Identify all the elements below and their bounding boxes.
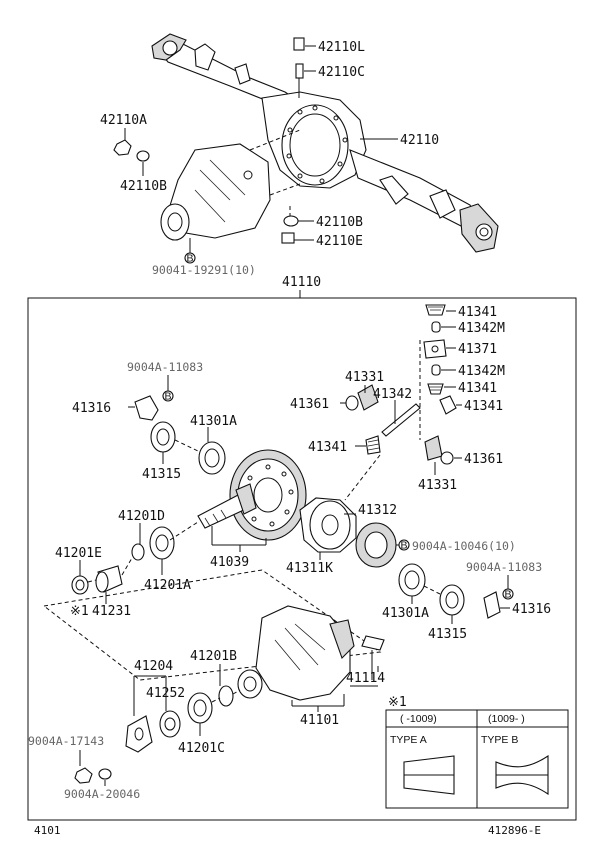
note-marker-left: ※1 xyxy=(70,604,89,619)
flange-leaders xyxy=(79,664,221,786)
label-41331-top: 41331 xyxy=(345,370,384,385)
axle-housing xyxy=(151,33,499,253)
label-41316-left: 41316 xyxy=(72,401,111,416)
differential-gears xyxy=(345,304,457,465)
label-90041-19291: 90041-19291(10) xyxy=(152,263,256,277)
label-41371: 41371 xyxy=(458,342,497,357)
label-41331-bottom: 41331 xyxy=(418,478,457,493)
label-42110B-left: 42110B xyxy=(120,179,167,194)
label-41341-c: 41341 xyxy=(464,399,503,414)
companion-flange-group xyxy=(74,685,241,784)
label-41101: 41101 xyxy=(300,713,339,728)
label-41201E: 41201E xyxy=(55,546,102,561)
label-41342M-b: 41342M xyxy=(458,364,505,379)
left-bearing-group: B xyxy=(134,390,226,475)
differential-case-group xyxy=(299,497,400,568)
footer-page-code: 4101 xyxy=(34,824,61,837)
label-9004A-11083-left: 9004A-11083 xyxy=(127,360,203,374)
label-42110L: 42110L xyxy=(318,40,365,55)
housing-leaders xyxy=(291,666,379,712)
footer-figure-code: 412896-E xyxy=(488,824,541,837)
label-42110: 42110 xyxy=(400,133,439,148)
top-fasteners xyxy=(113,139,299,244)
label-9004A-17143: 9004A-17143 xyxy=(28,734,104,748)
label-41361-left: 41361 xyxy=(290,397,329,412)
bolt-marker-text-case: B xyxy=(401,540,408,552)
ring-gear-pinion xyxy=(197,449,307,541)
label-41316-right: 41316 xyxy=(512,602,551,617)
right-bearing-group: B xyxy=(398,563,514,624)
label-41039: 41039 xyxy=(210,555,249,570)
label-42110A: 42110A xyxy=(100,113,147,128)
label-41201D: 41201D xyxy=(118,509,165,524)
label-41315-left: 41315 xyxy=(142,467,181,482)
bolt-marker-text-right: B xyxy=(505,589,512,601)
bolt-marker-b-case xyxy=(398,539,410,551)
note-col-a-range: ( -1009) xyxy=(400,713,437,725)
bolt-marker-text-left: B xyxy=(165,391,172,403)
gear-leader-lines xyxy=(340,310,462,501)
label-41341-d: 41341 xyxy=(308,440,347,455)
label-41301A-top: 41301A xyxy=(190,414,237,429)
label-41201A: 41201A xyxy=(144,578,191,593)
label-41201C: 41201C xyxy=(178,741,225,756)
label-9004A-10046: 9004A-10046(10) xyxy=(412,539,516,553)
label-41204: 41204 xyxy=(134,659,173,674)
label-41201B: 41201B xyxy=(190,649,237,664)
label-42110B-right: 42110B xyxy=(316,215,363,230)
label-41315-right: 41315 xyxy=(428,627,467,642)
top-leader-lines xyxy=(124,45,398,255)
assembly-frame xyxy=(27,297,577,821)
label-41311K: 41311K xyxy=(286,561,333,576)
note-col-a-type: TYPE A xyxy=(390,734,427,746)
label-41231: 41231 xyxy=(92,604,131,619)
label-9004A-20046: 9004A-20046 xyxy=(64,787,140,801)
bolt-marker-text-top: B xyxy=(187,253,194,265)
label-9004A-11083-right: 9004A-11083 xyxy=(466,560,542,574)
note-col-b-range: (1009- ) xyxy=(488,713,525,725)
housing-bolt-holes xyxy=(286,105,348,184)
note-table-title: ※1 xyxy=(388,695,407,710)
bolt-marker-b-top xyxy=(184,252,196,264)
label-41252: 41252 xyxy=(146,686,185,701)
label-42110E: 42110E xyxy=(316,234,363,249)
label-41110: 41110 xyxy=(282,275,321,290)
type-note-table: ※1 ( -1009) (1009- ) TYPE A TYPE B xyxy=(385,695,569,809)
label-41312: 41312 xyxy=(358,503,397,518)
carrier-housing xyxy=(237,605,385,701)
note-col-b-type: TYPE B xyxy=(481,734,518,746)
label-41342M-a: 41342M xyxy=(458,321,505,336)
label-42110C: 42110C xyxy=(318,65,365,80)
label-41361-right: 41361 xyxy=(464,452,503,467)
left-leaders xyxy=(79,375,209,604)
label-41301A-bottom: 41301A xyxy=(382,606,429,621)
ring-gear-leaders xyxy=(211,526,267,552)
label-41341-b: 41341 xyxy=(458,381,497,396)
pinion-region-outline xyxy=(42,569,382,681)
differential-carrier-top xyxy=(160,143,271,241)
label-41341-a: 41341 xyxy=(458,305,497,320)
label-41342: 41342 xyxy=(373,387,412,402)
pinion-bearings-group xyxy=(71,521,199,595)
label-41114: 41114 xyxy=(346,671,385,686)
